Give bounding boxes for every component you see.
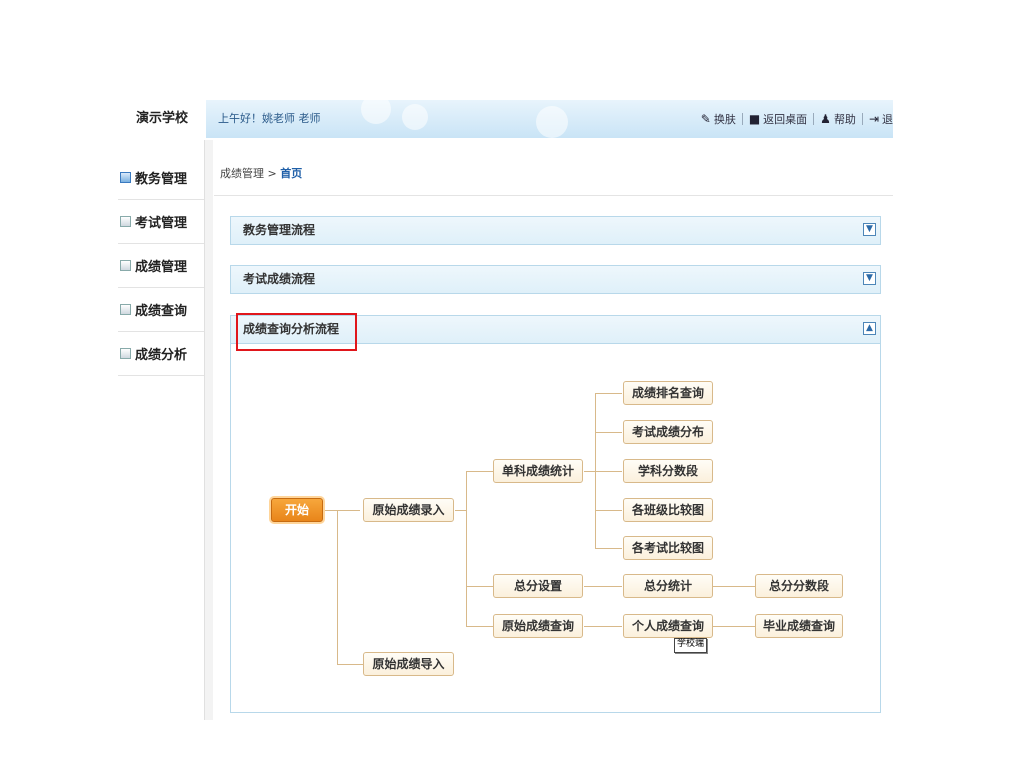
- connector: [595, 548, 622, 549]
- list-icon: [120, 172, 131, 183]
- flow-node-single-subject[interactable]: 单科成绩统计: [493, 459, 583, 483]
- header-actions: ✎ 换肤 ■ 返回桌面 ♟ 帮助 ⇥ 退: [695, 100, 893, 138]
- sidebar-item-label: 考试管理: [135, 216, 188, 231]
- help-label: 帮助: [833, 113, 856, 126]
- flow-node-total-settings[interactable]: 总分设置: [493, 574, 583, 598]
- sidebar-item-score-manage[interactable]: 成绩管理: [118, 244, 204, 288]
- logout-label: 退: [882, 113, 893, 126]
- school-name: 演示学校: [135, 111, 188, 126]
- panel-exam-flow[interactable]: 考试成绩流程 ▼: [230, 265, 881, 294]
- divider: [741, 113, 743, 125]
- connector: [595, 471, 622, 472]
- connector: [337, 510, 338, 664]
- flow-node-total-stats[interactable]: 总分统计: [623, 574, 713, 598]
- flow-start-node[interactable]: 开始: [271, 498, 323, 522]
- help-icon: ♟: [820, 112, 831, 126]
- flow-node-subject-segments[interactable]: 学科分数段: [623, 459, 713, 483]
- panel-title: 教务管理流程: [243, 223, 316, 237]
- connector: [713, 626, 755, 627]
- sidebar-item-exam[interactable]: 考试管理: [118, 200, 204, 244]
- flow-node-class-compare[interactable]: 各班级比较图: [623, 498, 713, 522]
- divider: [813, 113, 815, 125]
- sidebar-item-label: 成绩管理: [135, 260, 188, 275]
- tooltip: 学校端: [674, 638, 708, 653]
- top-bar: 上午好！姚老师 老师 ✎ 换肤 ■ 返回桌面 ♟ 帮助 ⇥ 退: [206, 94, 893, 138]
- desktop-label: 返回桌面: [763, 113, 808, 126]
- sidebar-item-academic[interactable]: 教务管理: [118, 156, 204, 200]
- flow-node-exam-distribution[interactable]: 考试成绩分布: [623, 420, 713, 444]
- skin-label: 换肤: [713, 113, 736, 126]
- flow-node-graduation-query[interactable]: 毕业成绩查询: [755, 614, 843, 638]
- panel-title: 成绩查询分析流程: [243, 322, 340, 336]
- connector: [337, 664, 363, 665]
- breadcrumb: 成绩管理 > 首页: [214, 156, 893, 196]
- chevron-down-icon[interactable]: ▼: [863, 223, 876, 236]
- connector: [466, 471, 493, 472]
- connector: [466, 471, 467, 626]
- chevron-up-icon[interactable]: ▲: [863, 322, 876, 335]
- connector: [584, 586, 622, 587]
- document-icon: [120, 260, 131, 271]
- logout-button[interactable]: ⇥ 退: [863, 111, 893, 127]
- panel-query-analysis-flow[interactable]: 成绩查询分析流程 ▲: [230, 315, 881, 344]
- sidebar-item-label: 成绩查询: [135, 304, 188, 319]
- connector: [584, 626, 622, 627]
- document-icon: [120, 216, 131, 227]
- divider: [861, 113, 863, 125]
- flow-node-exam-compare[interactable]: 各考试比较图: [623, 536, 713, 560]
- flow-node-personal-query[interactable]: 个人成绩查询: [623, 614, 713, 638]
- connector: [584, 471, 596, 472]
- skin-button[interactable]: ✎ 换肤: [695, 111, 742, 127]
- connector: [466, 586, 493, 587]
- logout-icon: ⇥: [868, 112, 879, 126]
- help-button[interactable]: ♟ 帮助: [814, 111, 862, 127]
- breadcrumb-separator: >: [264, 167, 281, 180]
- panel-academic-flow[interactable]: 教务管理流程 ▼: [230, 216, 881, 245]
- search-doc-icon: [120, 304, 131, 315]
- chart-icon: [120, 348, 131, 359]
- flow-node-raw-entry[interactable]: 原始成绩录入: [363, 498, 454, 522]
- connector: [324, 510, 360, 511]
- flow-node-raw-query[interactable]: 原始成绩查询: [493, 614, 583, 638]
- flow-node-rank-query[interactable]: 成绩排名查询: [623, 381, 713, 405]
- desktop-button[interactable]: ■ 返回桌面: [743, 111, 813, 127]
- panel-title: 考试成绩流程: [243, 272, 316, 286]
- breadcrumb-current: 首页: [280, 167, 303, 180]
- greeting-text: 上午好！姚老师 老师: [218, 112, 321, 125]
- connector: [595, 393, 622, 394]
- connector: [595, 432, 622, 433]
- desktop-icon: ■: [748, 112, 761, 126]
- sidebar-item-score-query[interactable]: 成绩查询: [118, 288, 204, 332]
- brush-icon: ✎: [700, 112, 711, 126]
- breadcrumb-parent[interactable]: 成绩管理: [220, 167, 264, 180]
- connector: [595, 393, 596, 548]
- sidebar-item-label: 成绩分析: [135, 348, 188, 363]
- sidebar: 教务管理 考试管理 成绩管理 成绩查询 成绩分析: [118, 140, 204, 720]
- sidebar-item-score-analysis[interactable]: 成绩分析: [118, 332, 204, 376]
- flow-chart-panel: [230, 344, 881, 713]
- connector: [595, 510, 622, 511]
- highlight-box: [236, 313, 357, 351]
- flow-node-raw-import[interactable]: 原始成绩导入: [363, 652, 454, 676]
- connector: [466, 626, 493, 627]
- sidebar-divider: [204, 140, 213, 720]
- connector: [713, 586, 755, 587]
- chevron-down-icon[interactable]: ▼: [863, 272, 876, 285]
- sidebar-item-label: 教务管理: [135, 172, 188, 187]
- connector: [455, 510, 467, 511]
- flow-node-total-segments[interactable]: 总分分数段: [755, 574, 843, 598]
